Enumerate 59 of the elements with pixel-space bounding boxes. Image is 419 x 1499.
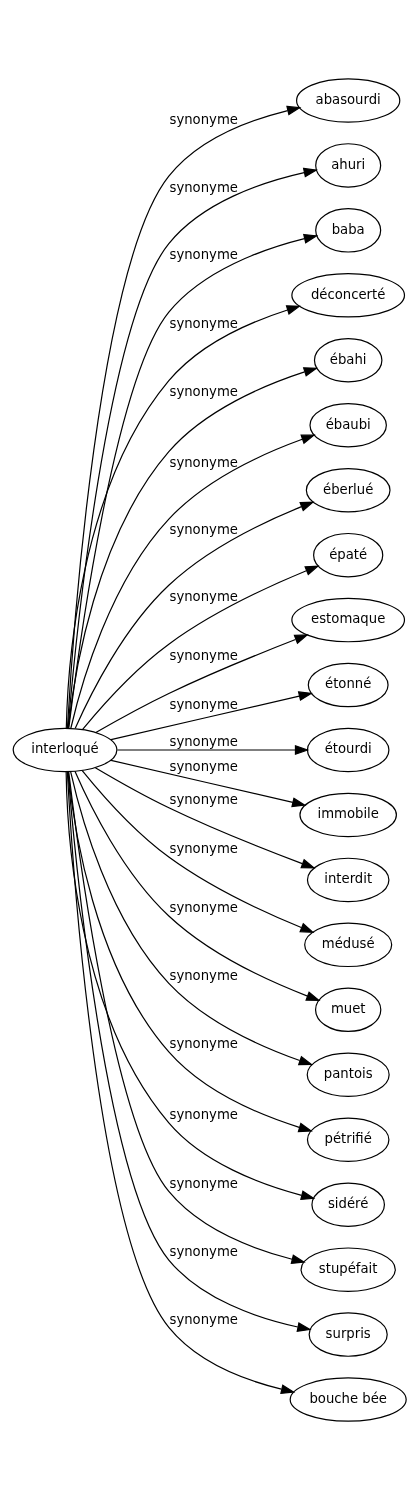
arrow [66, 770, 296, 1394]
arrow [116, 744, 310, 755]
arrow [110, 690, 314, 740]
node-ellipse: interloqué [12, 727, 118, 772]
node-ellipse: abasourdi [296, 77, 401, 123]
edge-label: synonyme [169, 521, 238, 537]
arrow [70, 770, 314, 1065]
node-ellipse: baba [315, 207, 382, 253]
node-ellipse: pétrifié [306, 1116, 390, 1162]
node-ellipse: surpris [308, 1311, 388, 1357]
edge-label: synonyme [169, 733, 238, 749]
edge-label: synonyme [169, 1106, 238, 1122]
edge-label: synonyme [169, 246, 238, 262]
edge-label: synonyme [169, 791, 238, 807]
edge-label: synonyme [169, 899, 238, 915]
edge-label: synonyme [169, 1311, 238, 1327]
edge-label: synonyme [169, 383, 238, 399]
edge-label: synonyme [169, 758, 238, 774]
node-ellipse: sidéré [311, 1181, 386, 1227]
arrow [74, 501, 315, 729]
node-ellipse: muet [314, 987, 382, 1032]
arrow [65, 304, 301, 729]
node-ellipse: éberlué [305, 467, 391, 512]
edge-label: synonyme [169, 454, 238, 470]
arrow [81, 769, 315, 933]
node-ellipse: étourdi [306, 727, 390, 772]
node-ellipse: épaté [313, 532, 384, 577]
edge-label: synonyme [169, 1035, 238, 1051]
arrow [67, 366, 319, 729]
edge-label: synonyme [169, 111, 238, 127]
node-ellipse: ébaubi [309, 402, 387, 447]
arrow [82, 564, 320, 730]
node-ellipse: médusé [304, 922, 393, 967]
arrow [66, 105, 302, 729]
edge-label: synonyme [169, 1175, 238, 1191]
arrow [94, 766, 316, 869]
node-ellipse: ahuri [315, 142, 382, 188]
arrow [95, 633, 309, 733]
node-ellipse: interdit [306, 857, 390, 902]
arrow [65, 770, 316, 1200]
edge-label: synonyme [169, 647, 238, 663]
arrow [74, 770, 321, 1001]
node-ellipse: déconcerté [291, 272, 406, 318]
edge-label: synonyme [169, 840, 238, 856]
node-ellipse: stupéfait [300, 1246, 396, 1292]
node-ellipse: étonné [307, 662, 389, 707]
node-ellipse: pantois [306, 1052, 390, 1097]
edge-label: synonyme [169, 696, 238, 712]
arrow [67, 770, 313, 1132]
arrow [110, 759, 307, 807]
edge-label: synonyme [169, 1243, 238, 1259]
node-ellipse: bouche bée [289, 1376, 407, 1422]
arrow [70, 434, 316, 729]
edge-label: synonyme [169, 588, 238, 604]
edge-label: synonyme [169, 315, 238, 331]
node-ellipse: ébahi [313, 337, 383, 383]
edge-label: synonyme [169, 179, 238, 195]
node-ellipse: immobile [299, 792, 397, 837]
edge-label: synonyme [169, 967, 238, 982]
